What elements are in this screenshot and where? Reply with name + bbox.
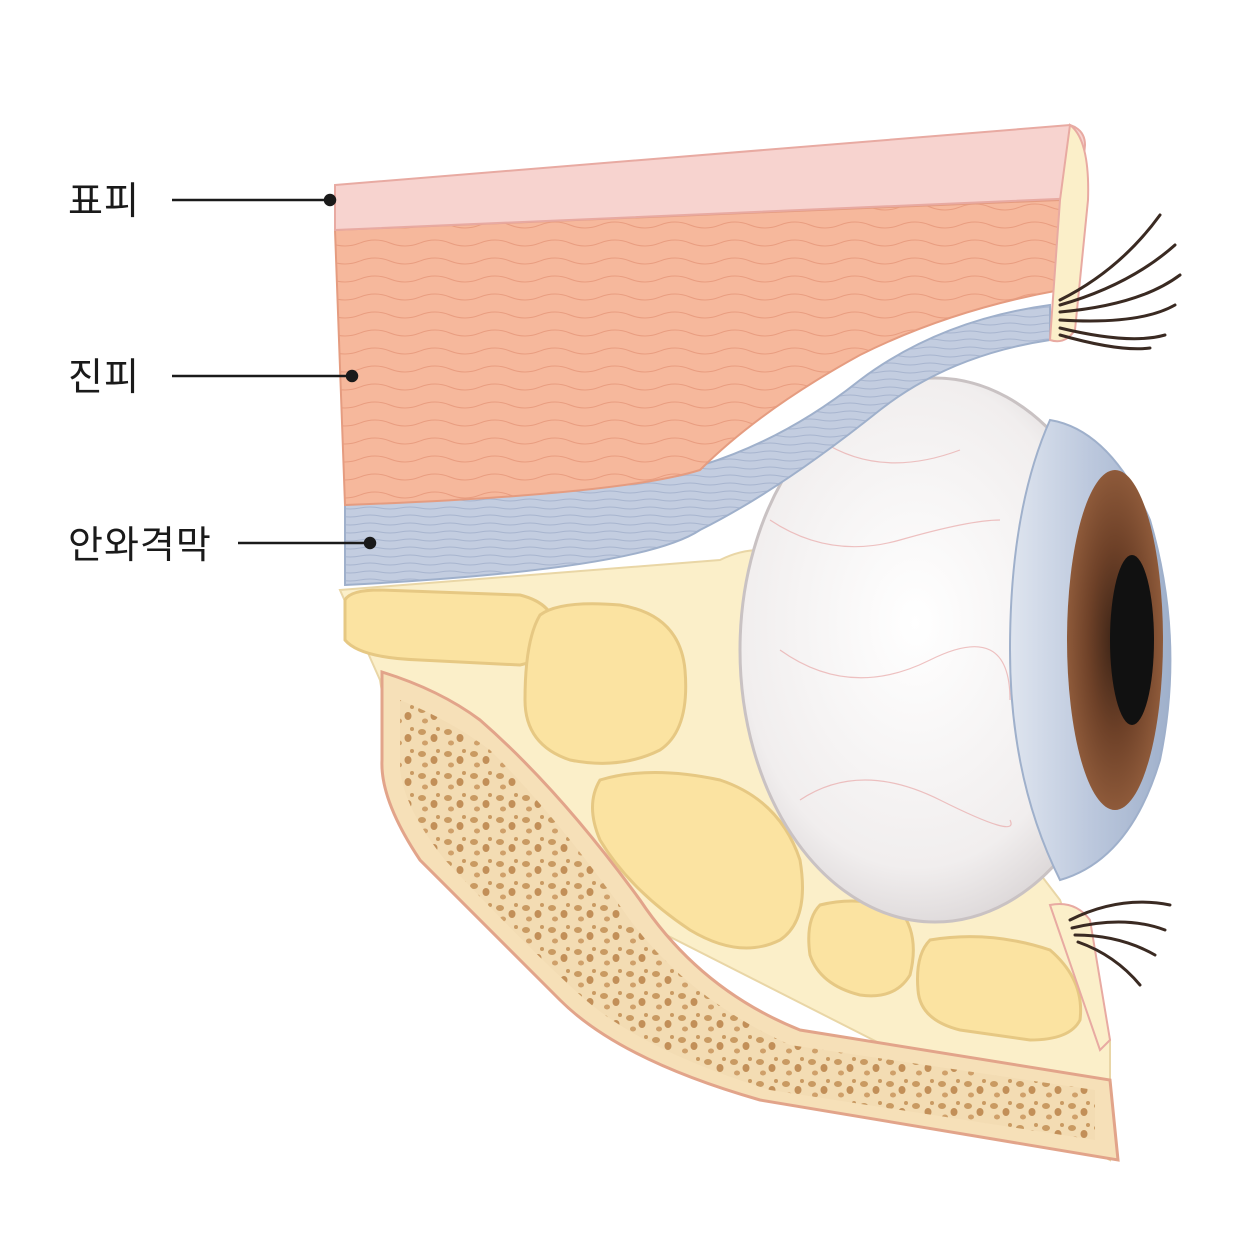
lower-eyelash-illustration xyxy=(1068,900,1172,987)
blood-vessels xyxy=(769,439,1012,828)
leader-epidermis-dot xyxy=(323,193,337,207)
dermis-layer xyxy=(333,198,1061,507)
orbital-bone-cancellous xyxy=(400,700,1095,1140)
leader-septum-dot xyxy=(363,536,377,550)
epidermis-label: 표피 xyxy=(68,179,140,223)
leader-lines xyxy=(172,193,377,550)
orbital-fat xyxy=(343,588,1083,1042)
lower-eyelid-margin xyxy=(1048,903,1112,1052)
pupil xyxy=(1110,555,1154,725)
eyeball-illustration xyxy=(738,376,1172,924)
dermis-label: 진피 xyxy=(68,355,140,399)
eyelid-margin xyxy=(1048,123,1090,343)
upper-eyelash-illustration xyxy=(1058,213,1182,351)
orbital-septum-band xyxy=(344,303,1051,587)
orbital-septum-label: 안와격막 xyxy=(68,523,212,567)
leader-dermis-dot xyxy=(345,369,359,383)
